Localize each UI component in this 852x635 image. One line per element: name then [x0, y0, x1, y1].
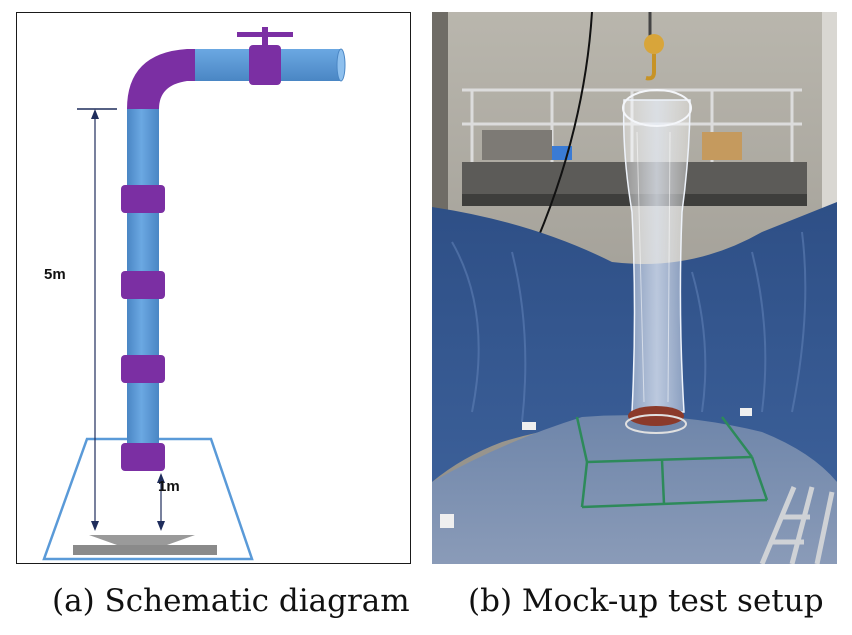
caption-mockup: (b) Mock-up test setup — [468, 583, 824, 619]
pulley-block — [644, 34, 664, 54]
pan-rim — [625, 414, 687, 434]
transparent-drop-tube — [622, 99, 691, 413]
valve-handle — [237, 32, 293, 37]
pipe-elbow — [127, 49, 195, 109]
test-frame-outline — [42, 437, 254, 561]
tarp-weight-3 — [440, 514, 454, 528]
dimension-label-1m: 1m — [158, 478, 180, 495]
tarp-weight-2 — [740, 408, 752, 416]
pipe-collar-bottom — [121, 443, 165, 471]
equipment-on-mezzanine — [482, 130, 552, 160]
mockup-photo-illustration — [432, 12, 837, 564]
wall-column — [432, 12, 448, 272]
step-ladder — [759, 486, 835, 564]
cone-base — [89, 535, 195, 545]
pipe-outlet — [336, 48, 346, 82]
pipe-collar-3 — [121, 355, 165, 383]
green-tape-grid — [575, 416, 769, 509]
base-plate — [73, 545, 217, 555]
tube-top-ring — [622, 89, 692, 127]
schematic-drawing — [42, 27, 346, 561]
arrow-up-icon — [91, 109, 99, 119]
mockup-photo-panel — [432, 12, 837, 564]
box-on-mezzanine — [702, 132, 742, 160]
crane-hook — [645, 54, 656, 81]
arrow-down-icon — [157, 521, 165, 531]
pipe-collar-1 — [121, 185, 165, 213]
pipe-collar-2 — [121, 271, 165, 299]
tarp-weight-1 — [522, 422, 536, 430]
caption-schematic: (a) Schematic diagram — [52, 583, 410, 619]
schematic-diagram-panel — [16, 12, 411, 564]
valve-body — [249, 45, 281, 85]
arrow-up-icon — [157, 473, 165, 483]
wall-panel — [822, 12, 837, 242]
arrow-down-icon — [91, 521, 99, 531]
dimension-label-5m: 5m — [44, 266, 66, 283]
tube-highlights — [636, 131, 671, 403]
tarp-folds — [451, 231, 807, 423]
floor-tarp — [432, 415, 837, 564]
